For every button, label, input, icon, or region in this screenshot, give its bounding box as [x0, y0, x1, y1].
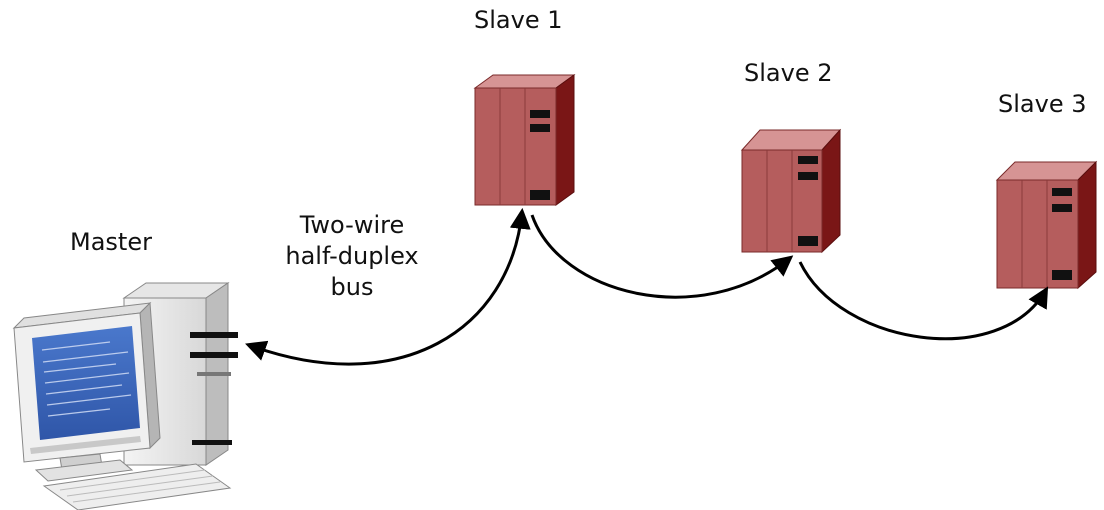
- screen-text-lines: [41, 341, 132, 417]
- cable-slave1-slave2: [530, 214, 794, 299]
- monitor-bezel-controls: [30, 436, 141, 454]
- master-label: Master: [70, 228, 152, 256]
- led-indicator: [530, 124, 550, 132]
- monitor: [12, 301, 161, 482]
- slave-2-label: Slave 2: [744, 59, 833, 87]
- drive-slot: [197, 372, 231, 376]
- port-connector: [798, 236, 818, 246]
- bus-cables: [245, 207, 1049, 366]
- led-indicator: [798, 156, 818, 164]
- slave-2-device: [740, 128, 842, 254]
- port-connector: [1052, 270, 1072, 280]
- bus-label-line: half-duplex: [285, 242, 419, 270]
- slave-1-label: Slave 1: [474, 6, 563, 34]
- led-indicator: [1052, 188, 1072, 196]
- bus-label: Two-wire half-duplex bus: [262, 210, 442, 303]
- led-indicator: [798, 172, 818, 180]
- monitor-screen: [32, 326, 140, 440]
- port-connector: [530, 190, 550, 200]
- slave-1-device: [473, 74, 576, 206]
- drive-bay-2: [190, 352, 238, 358]
- keyboard: [42, 463, 232, 510]
- led-indicator: [530, 110, 550, 118]
- led-indicator: [1052, 204, 1072, 212]
- drive-bay-1: [190, 332, 238, 338]
- monitor-base: [34, 459, 134, 482]
- master-computer: [12, 282, 238, 510]
- slave-3-label: Slave 3: [998, 90, 1087, 118]
- cable-slave2-slave3: [798, 261, 1049, 341]
- cable-master-slave1: [245, 207, 531, 366]
- bus-label-line: Two-wire: [299, 211, 405, 239]
- slave-3-device: [995, 160, 1098, 290]
- bus-label-line: bus: [330, 273, 374, 301]
- case-vent: [192, 440, 232, 445]
